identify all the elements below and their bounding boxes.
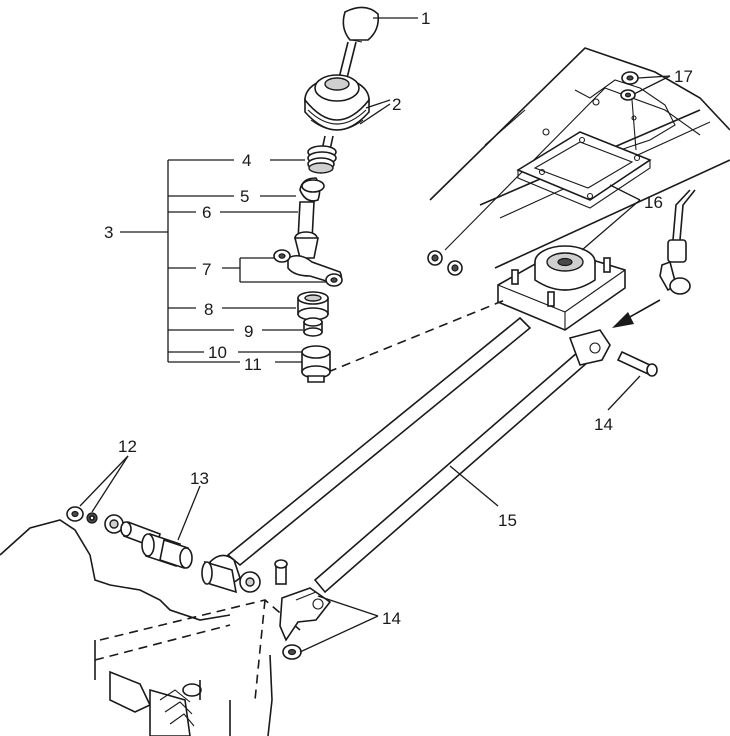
- shift-rod-15: [313, 329, 611, 594]
- leader-lines: [79, 17, 671, 653]
- bushing-8: [297, 291, 329, 321]
- pin-14-lower: [274, 559, 288, 585]
- shifter-gasket: [516, 131, 652, 209]
- bushing-13: [104, 514, 193, 570]
- ring-9: [303, 317, 323, 337]
- direction-arrow: [612, 299, 661, 328]
- callout-labels: 1 2 3 4 5 6 7 8 9 10 11 12 13 14 14 15 1…: [104, 9, 693, 628]
- nut-washer-12: [66, 506, 98, 524]
- rod-end-block: [201, 560, 261, 594]
- boot-2: [304, 74, 370, 131]
- label-1: 1: [421, 9, 430, 28]
- seat-5: [299, 177, 325, 202]
- transmission-housing: [0, 519, 273, 736]
- label-7: 7: [202, 260, 211, 279]
- label-8: 8: [204, 300, 213, 319]
- nut-14: [282, 644, 302, 660]
- label-3: 3: [104, 223, 113, 242]
- label-15: 15: [498, 511, 517, 530]
- bushing-11: [301, 345, 331, 383]
- spring-4: [307, 145, 337, 174]
- label-9: 9: [244, 322, 253, 341]
- cable-end-right: [659, 189, 696, 295]
- label-11: 11: [244, 355, 262, 374]
- label-17: 17: [674, 67, 693, 86]
- label-5: 5: [240, 187, 249, 206]
- lever-6: [293, 201, 319, 259]
- label-6: 6: [202, 203, 211, 222]
- label-4: 4: [242, 151, 251, 170]
- housing-nuts: [427, 250, 463, 276]
- bushings-7: [273, 249, 343, 287]
- clevis-14: [279, 587, 332, 642]
- label-16: 16: [644, 193, 663, 212]
- shifter-base-16: [497, 245, 626, 331]
- label-14-upper: 14: [594, 415, 613, 434]
- label-12: 12: [118, 437, 137, 456]
- pin-14-upper: [616, 350, 658, 377]
- label-2: 2: [392, 95, 401, 114]
- nut-washer-17: [620, 71, 639, 151]
- label-14-lower: 14: [382, 609, 401, 628]
- label-10: 10: [208, 343, 227, 362]
- shift-knob-1: [337, 6, 380, 83]
- label-13: 13: [190, 469, 209, 488]
